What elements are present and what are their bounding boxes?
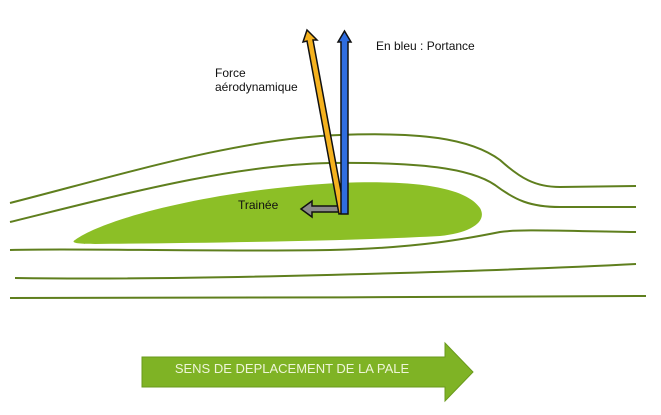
streamline-3	[9, 229, 637, 252]
aero-force-arrow	[301, 28, 346, 215]
drag-label: Trainée	[238, 198, 279, 212]
streamline-2	[9, 161, 636, 223]
direction-arrow	[141, 341, 474, 403]
aero-force-label-line1: Force	[215, 66, 246, 80]
aero-force-label-line2: aérodynamique	[215, 80, 298, 94]
streamlines	[9, 133, 647, 299]
drag-arrow	[299, 199, 343, 219]
aero-force-label: Force aérodynamique	[215, 66, 298, 94]
lift-label: En bleu : Portance	[376, 39, 475, 53]
lift-arrow	[336, 29, 353, 215]
streamline-1	[9, 133, 637, 204]
blade-profile	[73, 182, 482, 244]
streamline-4	[14, 263, 637, 280]
direction-label: SENS DE DEPLACEMENT DE LA PALE	[174, 361, 410, 376]
streamline-5	[9, 295, 647, 299]
